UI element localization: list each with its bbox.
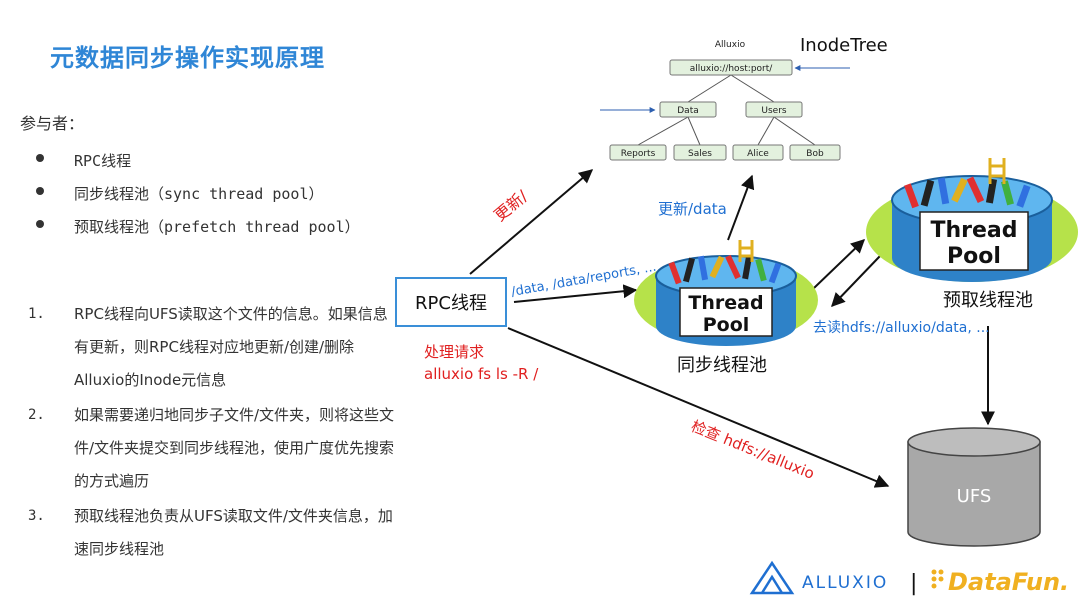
- sync-pool-label: 同步线程池: [677, 355, 767, 376]
- bullet-dot: [36, 220, 44, 228]
- steps-list: 1.RPC线程向UFS读取这个文件的信息。如果信息有更新，则RPC线程对应地更新…: [28, 298, 398, 568]
- pool-threads: [904, 176, 1031, 209]
- datafun-logo: DataFun.: [931, 568, 1069, 596]
- logo-separator: |: [910, 571, 917, 596]
- tree-node-users: Users: [745, 101, 803, 118]
- pool-sign: [679, 287, 773, 337]
- label-read-hdfs: 去读hdfs://alluxio/data, ...: [813, 319, 990, 336]
- svg-text:Thread: Thread: [930, 218, 1017, 243]
- svg-text:Bob: Bob: [806, 149, 824, 159]
- bullet-dot: [36, 187, 44, 195]
- svg-text:Pool: Pool: [703, 314, 750, 336]
- bullet-dot: [36, 154, 44, 162]
- pool-threads: [668, 254, 782, 285]
- svg-text:Reports: Reports: [621, 149, 656, 159]
- tree-node-sales: Sales: [673, 144, 727, 161]
- tree-edges: [637, 74, 816, 146]
- svg-text:Thread: Thread: [688, 292, 763, 314]
- svg-text:ALLUXIO: ALLUXIO: [802, 573, 888, 593]
- arrow-rpc-to-sync-pool: [513, 284, 638, 303]
- label-update: 更新/: [490, 186, 531, 225]
- arrow-rpc-to-tree: [469, 169, 594, 275]
- arrow-sync-to-prefetch: [813, 239, 866, 289]
- alluxio-logo: ALLUXIO: [749, 560, 888, 595]
- step-item: 2.如果需要递归地同步子文件/文件夹，则将这些文件/文件夹提交到同步线程池，使用…: [28, 406, 395, 490]
- rpc-thread-box: RPC线程: [395, 277, 507, 327]
- pool-sign: [919, 211, 1029, 271]
- datafun-logo-icon: [931, 569, 944, 589]
- prefetch-thread-pool: Thread Pool: [866, 158, 1078, 282]
- tree-small-label: Alluxio: [715, 40, 746, 50]
- step-item: 3.预取线程池负责从UFS读取文件/文件夹信息，加速同步线程池: [28, 507, 393, 558]
- tree-node-alice: Alice: [732, 144, 784, 161]
- label-check-hdfs: 检查 hdfs://alluxio: [689, 417, 817, 483]
- pool-ladder: [988, 158, 1006, 184]
- step-item: 1.RPC线程向UFS读取这个文件的信息。如果信息有更新，则RPC线程对应地更新…: [28, 305, 388, 389]
- alluxio-logo-icon: [749, 560, 795, 595]
- tree-node-root: alluxio://host:port/: [669, 59, 793, 76]
- label-handle-request-line2: alluxio fs ls -R /: [424, 365, 539, 383]
- label-update-data: 更新/data: [658, 200, 727, 218]
- inode-tree-title: InodeTree: [800, 35, 888, 56]
- tree-node-data: Data: [659, 101, 717, 118]
- page-title: 元数据同步操作实现原理: [50, 44, 325, 72]
- svg-text:RPC线程: RPC线程: [415, 293, 487, 314]
- pool-ladder: [738, 240, 754, 262]
- svg-text:Data: Data: [677, 106, 699, 116]
- tree-node-reports: Reports: [609, 144, 667, 161]
- tree-node-bob: Bob: [789, 144, 841, 161]
- ufs-label: UFS: [957, 486, 992, 507]
- arrow-rpc-to-ufs: [507, 327, 890, 488]
- arrow-sync-pool-to-tree: [727, 174, 755, 241]
- label-handle-request-line1: 处理请求: [424, 343, 484, 361]
- svg-text:Pool: Pool: [947, 244, 1001, 269]
- sync-thread-pool: Thread Pool: [634, 240, 818, 346]
- svg-text:Alice: Alice: [747, 149, 769, 159]
- ufs-cylinder: UFS: [907, 427, 1041, 547]
- svg-text:DataFun.: DataFun.: [948, 568, 1069, 596]
- arrow-prefetch-to-sync: [831, 255, 881, 308]
- inode-tree: Alluxio InodeTree alluxio://host:port/ D…: [600, 35, 888, 161]
- participants-label: 参与者：: [20, 114, 85, 133]
- svg-text:Sales: Sales: [688, 149, 712, 159]
- prefetch-pool-label: 预取线程池: [943, 290, 1033, 311]
- svg-text:alluxio://host:port/: alluxio://host:port/: [690, 64, 774, 74]
- svg-text:Users: Users: [761, 106, 787, 116]
